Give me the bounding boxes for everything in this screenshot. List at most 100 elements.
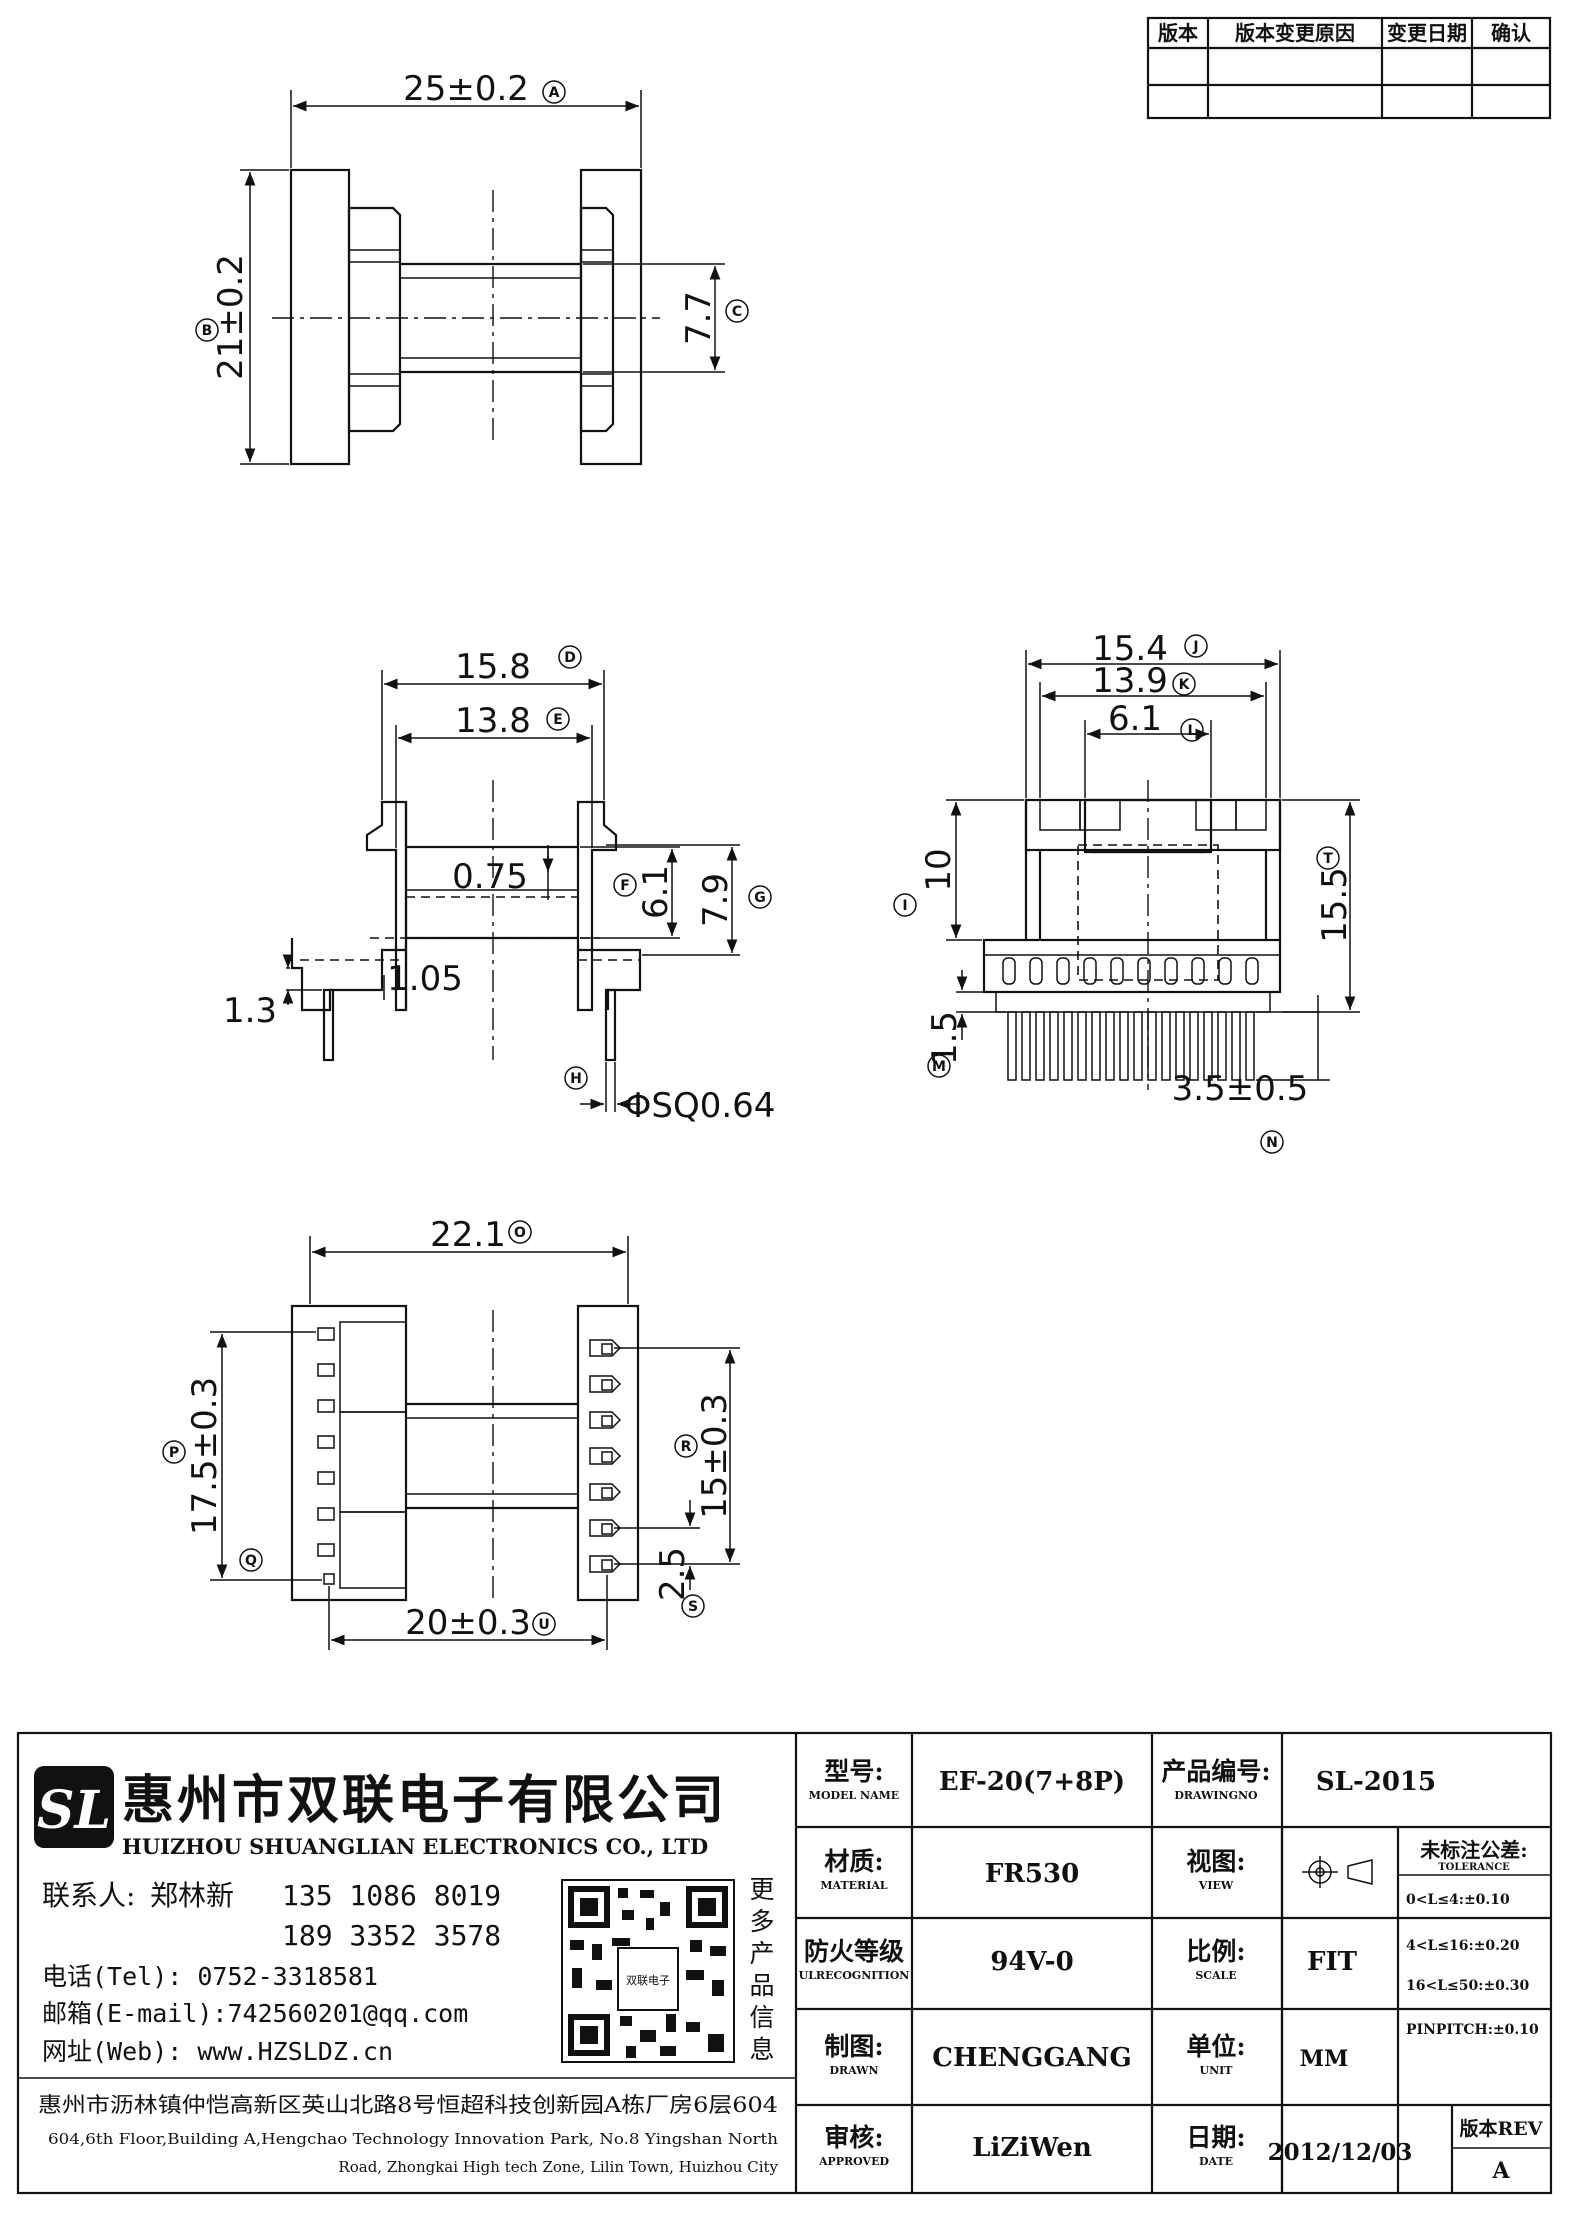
tolerance-1: 0<L≤4:±0.10 [1406,1892,1510,1908]
approved-label-en: APPROVED [818,2155,890,2168]
material-label-en: MATERIAL [820,1879,888,1892]
contact-phone-1: 135 1086 8019 [282,1879,501,1912]
tolerance-2: 4<L≤16:±0.20 [1406,1938,1520,1954]
svg-text:双联电子: 双联电子 [626,1974,670,1987]
front-pin-slots [1002,957,1259,985]
company-logo: SL [34,1766,114,1848]
dim-top-height: 21±0.2 [211,254,251,380]
approved-value: LiZiWen [972,2133,1092,2163]
svg-text:SL: SL [37,1780,111,1841]
marker-p: P [162,1440,186,1464]
marker-r: R [674,1434,698,1458]
contact-email: 邮箱(E-mail):742560201@qq.com [42,1999,468,2028]
more-info-vertical: 更 多 产 品 信 息 [749,1875,774,2064]
svg-text:多: 多 [749,1907,774,1936]
drawn-label: 制图: [824,2032,883,2061]
dim-bottom-15: 15±0.3 [695,1393,735,1519]
svg-text:O: O [514,1225,526,1241]
marker-k: K [1172,672,1196,696]
drawing-no-label-en: DRAWINGNO [1174,1789,1258,1802]
drawn-label-en: DRAWN [829,2064,878,2077]
rev-header-confirm: 确认 [1491,21,1532,45]
fire-rating-label-en: ULRECOGNITION [799,1969,910,1982]
address-cn: 惠州市沥林镇仲恺高新区英山北路8号恒超科技创新园A栋厂房6层604 [38,2093,778,2117]
dim-bottom-175: 17.5±0.3 [185,1377,225,1535]
marker-g: G [748,885,772,909]
svg-text:S: S [688,1599,698,1615]
marker-i: I [893,893,917,917]
contact-label: 联系人: [42,1879,135,1912]
contact-tel: 电话(Tel): 0752-3318581 [42,1962,378,1991]
tolerance-label-en: TOLERANCE [1438,1862,1510,1873]
contact-phone-2: 189 3352 3578 [282,1919,501,1952]
address-en-1: 604,6th Floor,Building A,Hengchao Techno… [48,2130,778,2148]
svg-text:Q: Q [245,1553,257,1569]
marker-e: E [546,707,570,731]
svg-text:产: 产 [749,1939,774,1968]
scale-value: FIT [1307,1947,1358,1977]
dimension-markers: A B C D E F G H I J K L M N O P Q R S T … [162,80,1340,1636]
front-view: 15.4 13.9 6.1 10 15.5 1.5 3.5±0.5 [919,629,1360,1109]
marker-d: D [558,645,582,669]
tolerance-label: 未标注公差: [1420,1838,1527,1862]
svg-text:D: D [564,650,576,666]
rev-header-reason: 版本变更原因 [1235,21,1355,45]
dim-side-105: 1.05 [387,959,463,999]
bottom-view: 22.1 17.5±0.3 15±0.3 2.5 20±0.3 [185,1215,740,1650]
revision-table: 版本 版本变更原因 变更日期 确认 [1146,16,1552,120]
dim-bottom-20: 20±0.3 [405,1603,531,1643]
date-label-en: DATE [1199,2155,1233,2168]
fire-rating-label: 防火等级 [804,1937,904,1966]
scale-label-en: SCALE [1195,1969,1236,1982]
footer-frame [16,1731,1553,2195]
dim-front-155: 15.5 [1315,867,1355,943]
model-label-en: MODEL NAME [809,1789,899,1802]
svg-text:G: G [754,890,766,906]
svg-text:K: K [1179,677,1191,693]
dim-front-139: 13.9 [1092,661,1168,701]
marker-t: T [1316,846,1340,870]
marker-b: B [195,318,219,342]
dim-side-inner: 13.8 [455,701,531,741]
svg-text:E: E [553,712,563,728]
company-name-cn: 惠州市双联电子有限公司 [122,1770,727,1831]
unit-label-en: UNIT [1200,2064,1234,2077]
marker-n: N [1260,1130,1284,1154]
side-view: 15.8 13.8 0.75 6.1 7.9 1.05 1.3 ΦSQ0. [223,647,775,1126]
material-label: 材质: [824,1847,883,1876]
dim-bottom-221: 22.1 [430,1215,506,1255]
rev-header-version: 版本 [1158,21,1198,45]
fire-rating-value: 94V-0 [990,1947,1073,1977]
marker-f: F [613,873,637,897]
bottom-right-pins [589,1339,622,1573]
dim-side-13: 1.3 [223,991,277,1031]
svg-text:B: B [202,323,213,339]
marker-s: S [681,1594,705,1618]
marker-o: O [508,1220,532,1244]
svg-text:N: N [1266,1135,1278,1151]
svg-text:F: F [620,878,630,894]
address-en-2: Road, Zhongkai High tech Zone, Lilin Tow… [338,2158,778,2176]
dim-side-075: 0.75 [452,857,528,897]
marker-c: C [725,299,749,323]
material-value: FR530 [985,1859,1079,1889]
top-view: 25±0.2 21±0.2 7.7 [211,69,725,466]
dim-side-61: 6.1 [636,865,676,919]
date-value: 2012/12/03 [1268,2139,1413,2166]
drawing-no-value: SL-2015 [1316,1767,1436,1797]
svg-text:更: 更 [749,1875,774,1904]
dim-front-154: 15.4 [1092,629,1168,669]
dim-side-79: 7.9 [696,873,736,927]
projection-symbol-icon [1302,1856,1373,1888]
svg-text:T: T [1323,851,1333,867]
dim-top-width: 25±0.2 [403,69,529,109]
marker-q: Q [239,1548,263,1572]
tolerance-3: 16<L≤50:±0.30 [1406,1978,1530,1994]
dim-bottom-25: 2.5 [653,1547,693,1601]
svg-text:M: M [932,1059,946,1075]
svg-text:I: I [902,898,907,914]
drawing-no-label: 产品编号: [1161,1757,1270,1786]
svg-text:信: 信 [749,2003,774,2032]
svg-text:U: U [538,1617,549,1633]
marker-m: M [927,1054,951,1078]
